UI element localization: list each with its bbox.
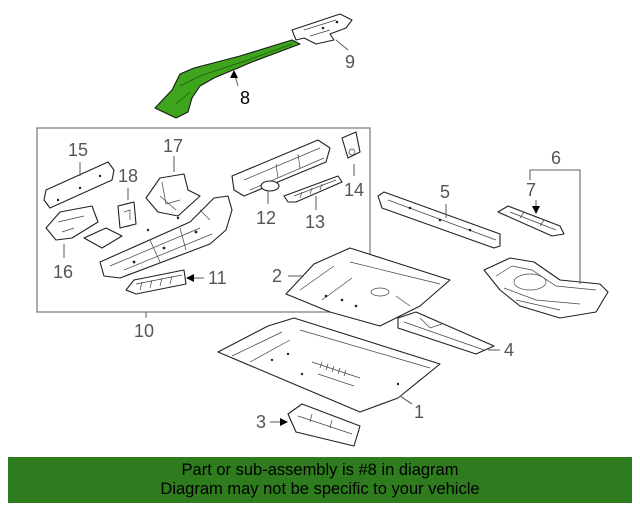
part-14[interactable] — [341, 131, 361, 159]
part-18[interactable] — [117, 201, 137, 229]
part-12[interactable] — [231, 139, 331, 197]
banner-line-2: Diagram may not be specific to your vehi… — [160, 480, 480, 498]
parts-diagram: 9 8 10 15 18 17 16 — [36, 13, 609, 447]
part-10-rail[interactable] — [99, 195, 233, 279]
part-6[interactable] — [483, 257, 609, 319]
callout-7: 7 — [526, 180, 536, 200]
callout-5: 5 — [440, 182, 450, 202]
callout-12: 12 — [256, 208, 276, 228]
part-15[interactable] — [43, 161, 115, 209]
group-box-10 — [36, 127, 371, 313]
callout-15: 15 — [68, 140, 88, 160]
part-8-highlighted[interactable] — [154, 39, 301, 119]
part-4[interactable] — [397, 311, 495, 355]
part-1[interactable] — [217, 317, 441, 413]
part-16[interactable] — [45, 205, 123, 249]
part-7[interactable] — [497, 205, 565, 237]
part-9[interactable] — [291, 13, 353, 45]
callout-6: 6 — [551, 148, 561, 168]
part-11[interactable] — [125, 269, 187, 295]
part-17[interactable] — [145, 173, 201, 217]
part-3[interactable] — [287, 403, 361, 447]
callout-14: 14 — [344, 180, 364, 200]
callout-10: 10 — [134, 321, 154, 341]
callout-8: 8 — [240, 88, 250, 108]
callout-2: 2 — [272, 266, 282, 286]
callout-11: 11 — [208, 268, 227, 288]
callout-18: 18 — [118, 166, 138, 186]
arrow-8 — [230, 70, 238, 78]
callout-1: 1 — [414, 402, 424, 422]
info-banner: Part or sub-assembly is #8 in diagram Di… — [8, 457, 632, 503]
part-2[interactable] — [285, 247, 451, 327]
part-13[interactable] — [283, 175, 343, 203]
part-8-shape — [154, 39, 301, 119]
callout-4: 4 — [504, 340, 514, 360]
callout-16: 16 — [53, 262, 73, 282]
leader-9 — [335, 39, 349, 51]
callout-9: 9 — [345, 52, 355, 72]
callout-13: 13 — [305, 212, 325, 232]
banner-line-1: Part or sub-assembly is #8 in diagram — [181, 461, 459, 479]
callout-3: 3 — [256, 412, 266, 432]
part-5[interactable] — [377, 191, 501, 249]
callout-17: 17 — [163, 136, 183, 156]
